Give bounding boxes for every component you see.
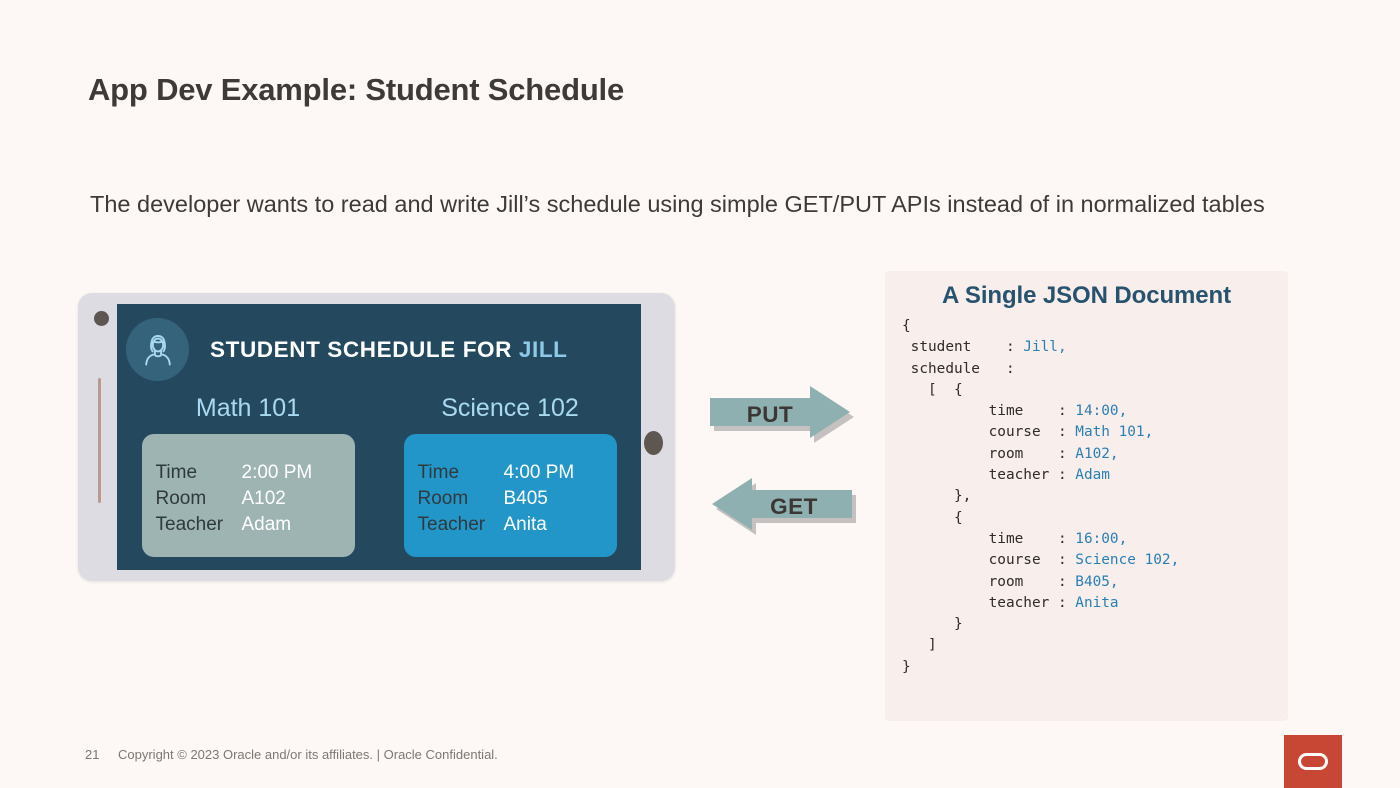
volume-button[interactable] — [98, 378, 101, 503]
json-code-line: teacher : Anita — [902, 594, 1119, 611]
card-value: 4:00 PM — [503, 462, 575, 483]
card-value: B405 — [503, 488, 548, 509]
card-label: Room — [155, 488, 207, 509]
json-code-line: teacher : Adam — [902, 467, 1110, 484]
screen-title-prefix: STUDENT SCHEDULE FOR — [210, 336, 519, 362]
card-label: Teacher — [417, 514, 486, 535]
json-code-line: }, — [902, 488, 972, 505]
json-code-line: course : Math 101, — [902, 424, 1154, 441]
json-code-line: room : A102, — [902, 445, 1119, 462]
card-row: Time 4:00 PM — [418, 460, 617, 486]
course-list: Math 101 Time 2:00 PM Room A102 Teacher … — [117, 394, 641, 557]
json-code-line: student : Jill, — [902, 339, 1067, 356]
card-row: Teacher Anita — [418, 512, 617, 538]
oracle-logo — [1284, 735, 1342, 788]
course-card[interactable]: Time 2:00 PM Room A102 Teacher Adam — [141, 434, 355, 557]
json-code-line: { — [902, 318, 911, 334]
card-value: A102 — [241, 488, 286, 509]
json-document-panel: A Single JSON Document { student : Jill,… — [885, 271, 1288, 721]
json-code-line: } — [902, 658, 911, 675]
camera-icon — [94, 311, 109, 326]
student-avatar-icon — [126, 318, 189, 381]
put-arrow: PUT — [706, 384, 856, 446]
card-value: Adam — [241, 514, 292, 535]
json-code-line: [ { — [902, 381, 963, 398]
json-code-line: course : Science 102, — [902, 552, 1180, 569]
json-code-line: schedule : — [902, 360, 1015, 377]
card-row: Time 2:00 PM — [156, 460, 355, 486]
json-code-line: room : B405, — [902, 573, 1119, 590]
get-arrow: GET — [706, 476, 856, 538]
get-arrow-label: GET — [770, 494, 818, 519]
course-name: Science 102 — [441, 394, 579, 422]
card-label: Time — [417, 462, 460, 483]
home-button[interactable] — [644, 431, 663, 455]
put-arrow-label: PUT — [746, 402, 794, 427]
tablet-device: STUDENT SCHEDULE FOR JILL Math 101 Time … — [78, 293, 675, 581]
oracle-ring-icon — [1298, 753, 1328, 770]
json-code-line: { — [902, 509, 963, 526]
card-label: Room — [417, 488, 469, 509]
json-panel-title: A Single JSON Document — [942, 282, 1231, 309]
course-column: Science 102 Time 4:00 PM Room B405 Teach… — [379, 394, 641, 557]
json-code-line: ] — [902, 637, 937, 654]
course-card[interactable]: Time 4:00 PM Room B405 Teacher Anita — [403, 434, 617, 557]
card-row: Teacher Adam — [156, 512, 355, 538]
tablet-screen: STUDENT SCHEDULE FOR JILL Math 101 Time … — [117, 304, 641, 570]
json-code-block: { student : Jill, schedule : [ { time : … — [902, 316, 1288, 678]
card-value: 2:00 PM — [241, 462, 313, 483]
page-number: 21 — [85, 747, 100, 762]
card-value: Anita — [503, 514, 547, 535]
screen-title: STUDENT SCHEDULE FOR JILL — [210, 337, 568, 363]
card-label: Time — [155, 462, 198, 483]
student-name: JILL — [518, 336, 568, 362]
copyright-text: Copyright © 2023 Oracle and/or its affil… — [118, 747, 498, 762]
slide-body-text: The developer wants to read and write Ji… — [90, 191, 1265, 217]
json-code-line: time : 14:00, — [902, 403, 1128, 420]
json-code-line: time : 16:00, — [902, 530, 1128, 547]
card-row: Room A102 — [156, 486, 355, 512]
page-title: App Dev Example: Student Schedule — [88, 72, 625, 107]
arrow-right-icon — [710, 386, 854, 443]
card-label: Teacher — [155, 514, 224, 535]
screen-header: STUDENT SCHEDULE FOR JILL — [126, 318, 568, 381]
json-code-line: } — [902, 616, 963, 633]
arrow-left-icon — [712, 478, 856, 535]
course-name: Math 101 — [195, 394, 301, 422]
card-row: Room B405 — [418, 486, 617, 512]
course-column: Math 101 Time 2:00 PM Room A102 Teacher … — [117, 394, 379, 557]
